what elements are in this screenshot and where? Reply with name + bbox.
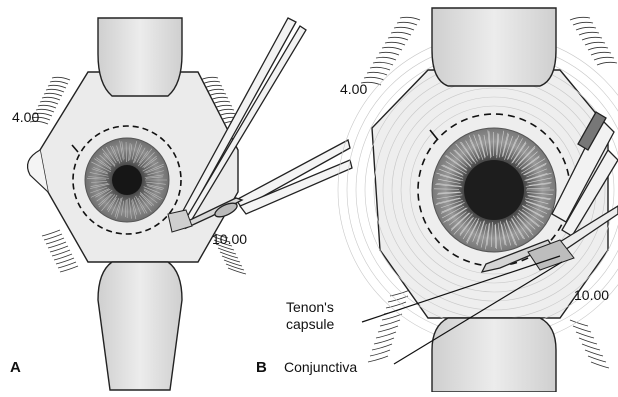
panel-b: 4.00 10.00 Tenon's capsule Conjunctiva B xyxy=(256,8,618,392)
clock-label-4: 4.00 xyxy=(12,109,39,125)
tenon-label-line1: Tenon's xyxy=(286,299,334,315)
panel-letter-a: A xyxy=(10,359,21,376)
conjunctiva-label: Conjunctiva xyxy=(284,359,357,375)
tenon-label-line2: capsule xyxy=(286,316,334,332)
clock-label-10-b: 10.00 xyxy=(574,287,609,303)
clock-label-4-b: 4.00 xyxy=(340,81,367,97)
speculum-upper-blade-b xyxy=(432,8,556,86)
pupil-a xyxy=(112,165,142,195)
speculum-lower-blade-a xyxy=(98,262,182,390)
speculum-upper-blade-a xyxy=(98,18,182,96)
panel-letter-b: B xyxy=(256,359,267,376)
pupil-b xyxy=(464,160,524,220)
panel-a: 4.00 10.00 A xyxy=(10,18,352,390)
clock-label-10: 10.00 xyxy=(212,231,247,247)
